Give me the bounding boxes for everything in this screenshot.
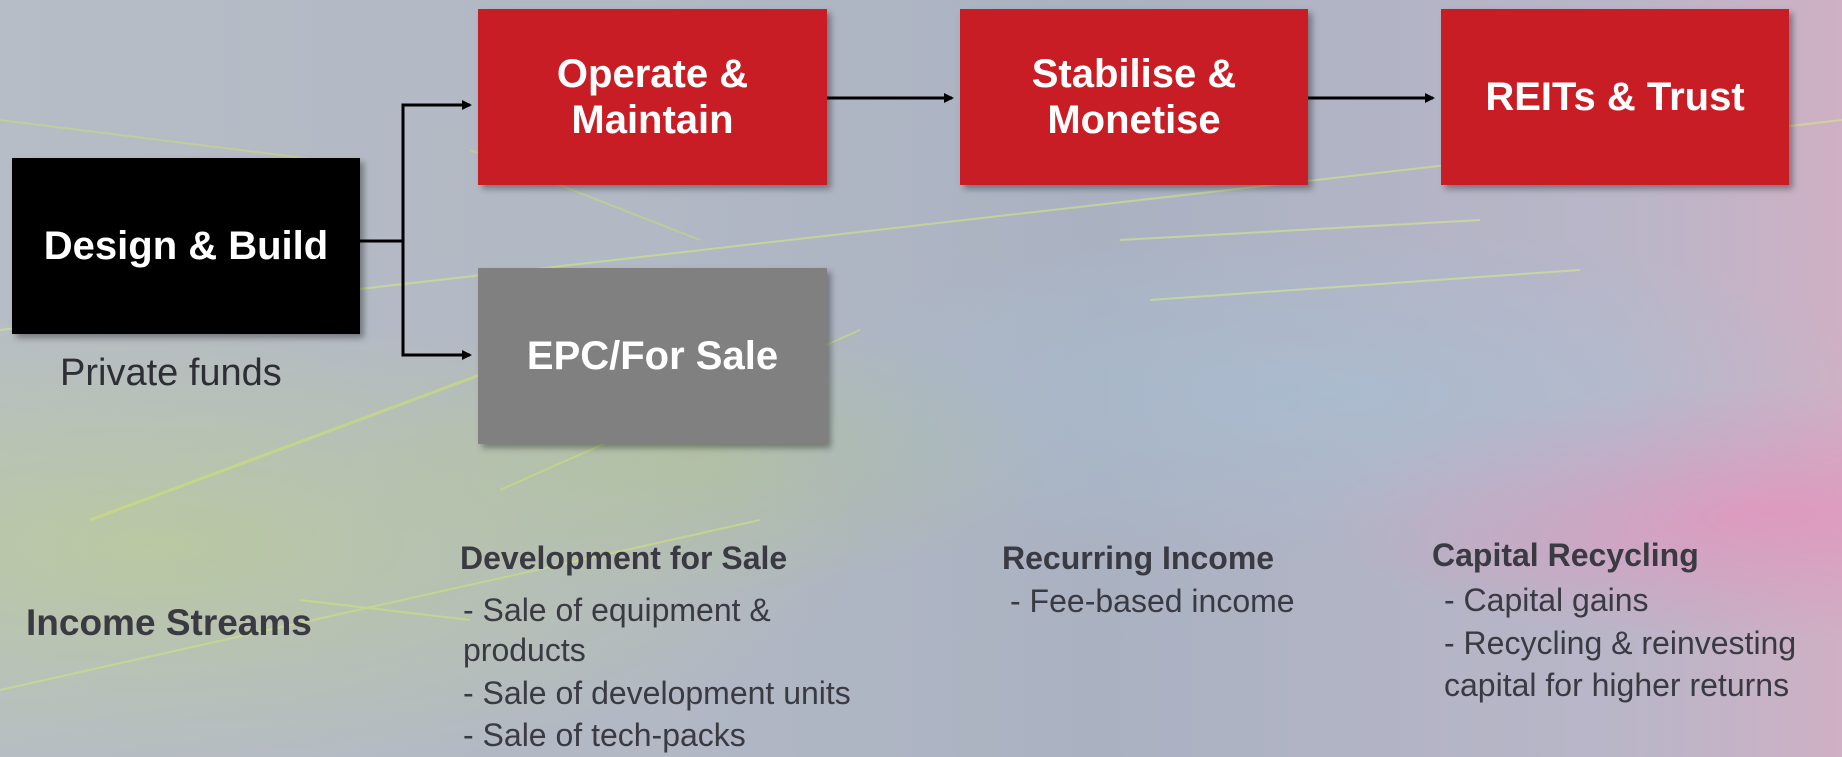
list-item: - Sale of development units (463, 675, 851, 711)
income-streams-heading: Income Streams (26, 602, 312, 643)
list-item: - Fee-based income (1010, 583, 1295, 619)
recurring-income-title: Recurring Income (1002, 540, 1275, 576)
connector-design-to-operate (360, 100, 472, 243)
private-funds-caption: Private funds (60, 352, 282, 394)
list-item: capital for higher returns (1444, 667, 1790, 703)
operate-maintain-label: Operate & Maintain (556, 52, 749, 142)
development-for-sale-title: Development for Sale (460, 540, 788, 576)
design-build-label: Design & Build (43, 224, 329, 268)
stabilise-monetise-node: Stabilise & Monetise (960, 9, 1308, 185)
list-item: - Sale of equipment & (463, 592, 771, 628)
list-item: - Sale of tech-packs (463, 717, 746, 753)
epc-for-sale-node: EPC/For Sale (478, 268, 827, 444)
list-item: - Recycling & reinvesting (1444, 625, 1797, 661)
operate-maintain-node: Operate & Maintain (478, 9, 827, 185)
reits-trust-node: REITs & Trust (1441, 9, 1789, 185)
design-build-node: Design & Build (12, 158, 360, 334)
list-item: - Capital gains (1444, 582, 1649, 618)
capital-recycling-title: Capital Recycling (1432, 537, 1699, 573)
connector-design-to-epc (401, 241, 472, 360)
epc-for-sale-label: EPC/For Sale (526, 334, 779, 378)
stabilise-monetise-label: Stabilise & Monetise (1031, 52, 1237, 142)
list-item: products (463, 632, 586, 668)
reits-trust-label: REITs & Trust (1485, 75, 1745, 119)
